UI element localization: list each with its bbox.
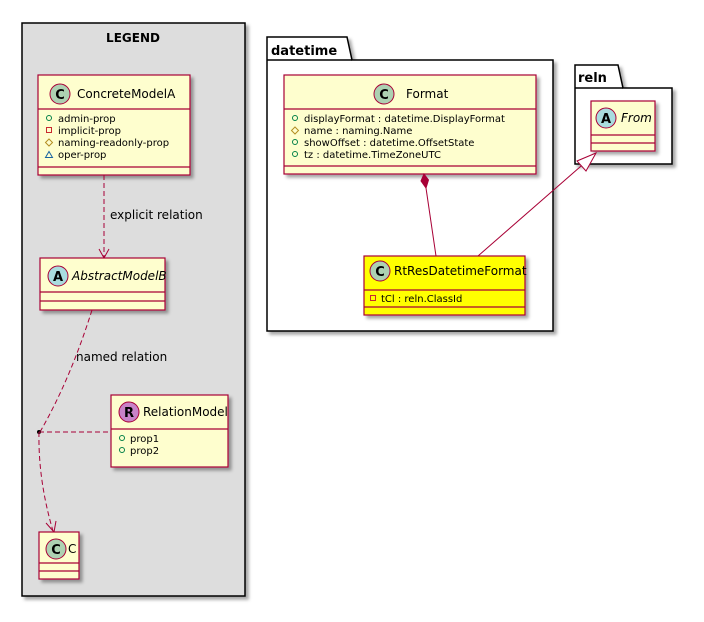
prop-name: name : naming.Name bbox=[304, 126, 412, 137]
prop-prop1: prop1 bbox=[130, 434, 159, 445]
composition-link bbox=[420, 173, 437, 257]
format-class[interactable]: C Format displayFormat : datetime.Displa… bbox=[283, 74, 537, 175]
prop-prop2: prop2 bbox=[130, 446, 159, 457]
class-c-icon bbox=[369, 260, 391, 282]
prop-display-format: displayFormat : datetime.DisplayFormat bbox=[304, 114, 505, 125]
public-visibility-icon bbox=[292, 115, 298, 121]
public-visibility-icon bbox=[292, 139, 298, 145]
class-name: C bbox=[68, 542, 76, 556]
inheritance-arrowhead bbox=[576, 151, 598, 172]
private-visibility-icon bbox=[370, 295, 376, 301]
private-visibility-icon bbox=[46, 127, 52, 133]
public-visibility-icon bbox=[46, 115, 52, 121]
class-name: AbstractModelB bbox=[71, 269, 167, 283]
abstract-model-b-class[interactable]: A AbstractModelB bbox=[39, 257, 167, 311]
prop-oper: oper-prop bbox=[58, 150, 106, 161]
class-c-icon bbox=[45, 538, 67, 560]
class-name: ConcreteModelA bbox=[77, 87, 176, 101]
public-visibility-icon bbox=[119, 435, 125, 441]
class-name: Format bbox=[406, 87, 449, 101]
from-class[interactable]: A From bbox=[590, 100, 656, 152]
class-c-icon bbox=[373, 83, 395, 105]
class-stereotype-letter: C bbox=[55, 88, 65, 103]
explicit-relation-label: explicit relation bbox=[110, 208, 203, 222]
legend-title: LEGEND bbox=[106, 31, 160, 45]
composition-diamond bbox=[420, 173, 430, 190]
class-stereotype-letter: A bbox=[53, 270, 63, 285]
class-stereotype-letter: C bbox=[379, 88, 389, 103]
public-visibility-icon bbox=[119, 447, 125, 453]
class-c-icon bbox=[49, 83, 71, 105]
prop-naming-readonly: naming-readonly-prop bbox=[58, 138, 169, 149]
prop-implicit: implicit-prop bbox=[58, 126, 121, 137]
prop-tz: tz : datetime.TimeZoneUTC bbox=[304, 150, 441, 161]
prop-admin: admin-prop bbox=[58, 114, 116, 125]
package-visibility-icon bbox=[44, 150, 54, 158]
prop-show-offset: showOffset : datetime.OffsetState bbox=[304, 138, 474, 149]
protected-visibility-icon bbox=[290, 126, 300, 135]
public-visibility-icon bbox=[292, 151, 298, 157]
class-stereotype-letter: R bbox=[124, 406, 134, 421]
prop-tcl: tCl : reln.ClassId bbox=[381, 294, 462, 305]
inheritance-link bbox=[477, 151, 598, 257]
class-name: RelationModel bbox=[143, 405, 228, 419]
package-name: datetime bbox=[271, 44, 337, 59]
class-stereotype-letter: A bbox=[601, 112, 611, 127]
rtres-datetime-format-class[interactable]: C RtResDatetimeFormat tCl : reln.ClassId bbox=[363, 255, 527, 316]
named-relation-label: named relation bbox=[76, 350, 167, 364]
named-relation-link: named relation bbox=[37, 309, 167, 534]
package-name: reln bbox=[578, 71, 607, 86]
concrete-model-a-class[interactable]: C ConcreteModelA admin-prop implicit-pro… bbox=[37, 74, 191, 176]
class-name: RtResDatetimeFormat bbox=[394, 264, 527, 278]
class-stereotype-letter: C bbox=[375, 265, 385, 280]
class-stereotype-letter: C bbox=[51, 543, 61, 558]
abstract-a-icon bbox=[47, 265, 69, 287]
relation-model-class[interactable]: R RelationModel prop1 prop2 bbox=[110, 394, 229, 468]
class-name: From bbox=[621, 111, 652, 125]
relation-r-icon bbox=[118, 401, 140, 423]
abstract-a-icon bbox=[595, 107, 617, 129]
protected-visibility-icon bbox=[44, 138, 54, 147]
c-class[interactable]: C C bbox=[38, 531, 80, 580]
